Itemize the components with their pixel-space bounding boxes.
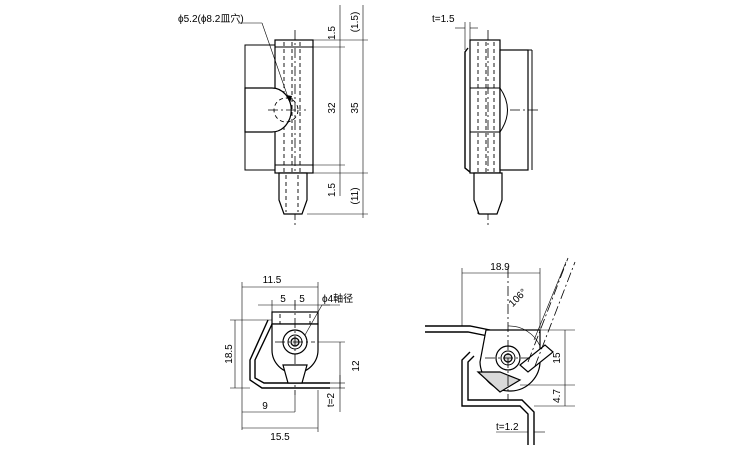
- dim-15-5: 15.5: [270, 432, 290, 443]
- dim-9: 9: [262, 401, 268, 412]
- dim-1-5-bottom: 1.5: [327, 183, 338, 197]
- dim-11-ref: (11): [350, 187, 361, 204]
- thickness-1-2: t=1.2: [496, 422, 519, 433]
- dim-1-5-top-ref: (1.5): [350, 12, 361, 33]
- pin-spec-label: ϕ4軸径: [322, 292, 353, 305]
- open-view: 106° 18.9 15 4.7 t=1.2: [425, 257, 576, 445]
- thickness-2: t=2: [326, 392, 337, 407]
- dim-5-left: 5: [280, 294, 286, 305]
- thickness-1-5: t=1.5: [432, 14, 455, 25]
- dim-1-5-top: 1.5: [327, 26, 338, 40]
- dim-18-9: 18.9: [490, 262, 510, 273]
- side-view: t=1.5: [432, 14, 540, 228]
- dim-11-5: 11.5: [263, 275, 282, 286]
- angle-106: 106°: [507, 287, 529, 309]
- dim-12: 12: [351, 360, 362, 372]
- dim-15: 15: [552, 352, 563, 364]
- dim-5-right: 5: [299, 294, 305, 305]
- dim-18-5: 18.5: [224, 344, 235, 364]
- front-view-dimensions: 1.5 (1.5) 32 35 1.5 (11): [307, 5, 368, 218]
- hole-spec-label: ϕ5.2(ϕ8.2皿穴): [178, 12, 244, 25]
- dim-4-7: 4.7: [552, 389, 563, 403]
- front-view: ϕ5.2(ϕ8.2皿穴): [178, 12, 314, 228]
- bottom-view: ϕ4軸径 11.5 5 5 18.5 12 t=2 9 15.5: [224, 275, 362, 443]
- dim-32: 32: [327, 102, 338, 114]
- dim-35: 35: [350, 102, 361, 114]
